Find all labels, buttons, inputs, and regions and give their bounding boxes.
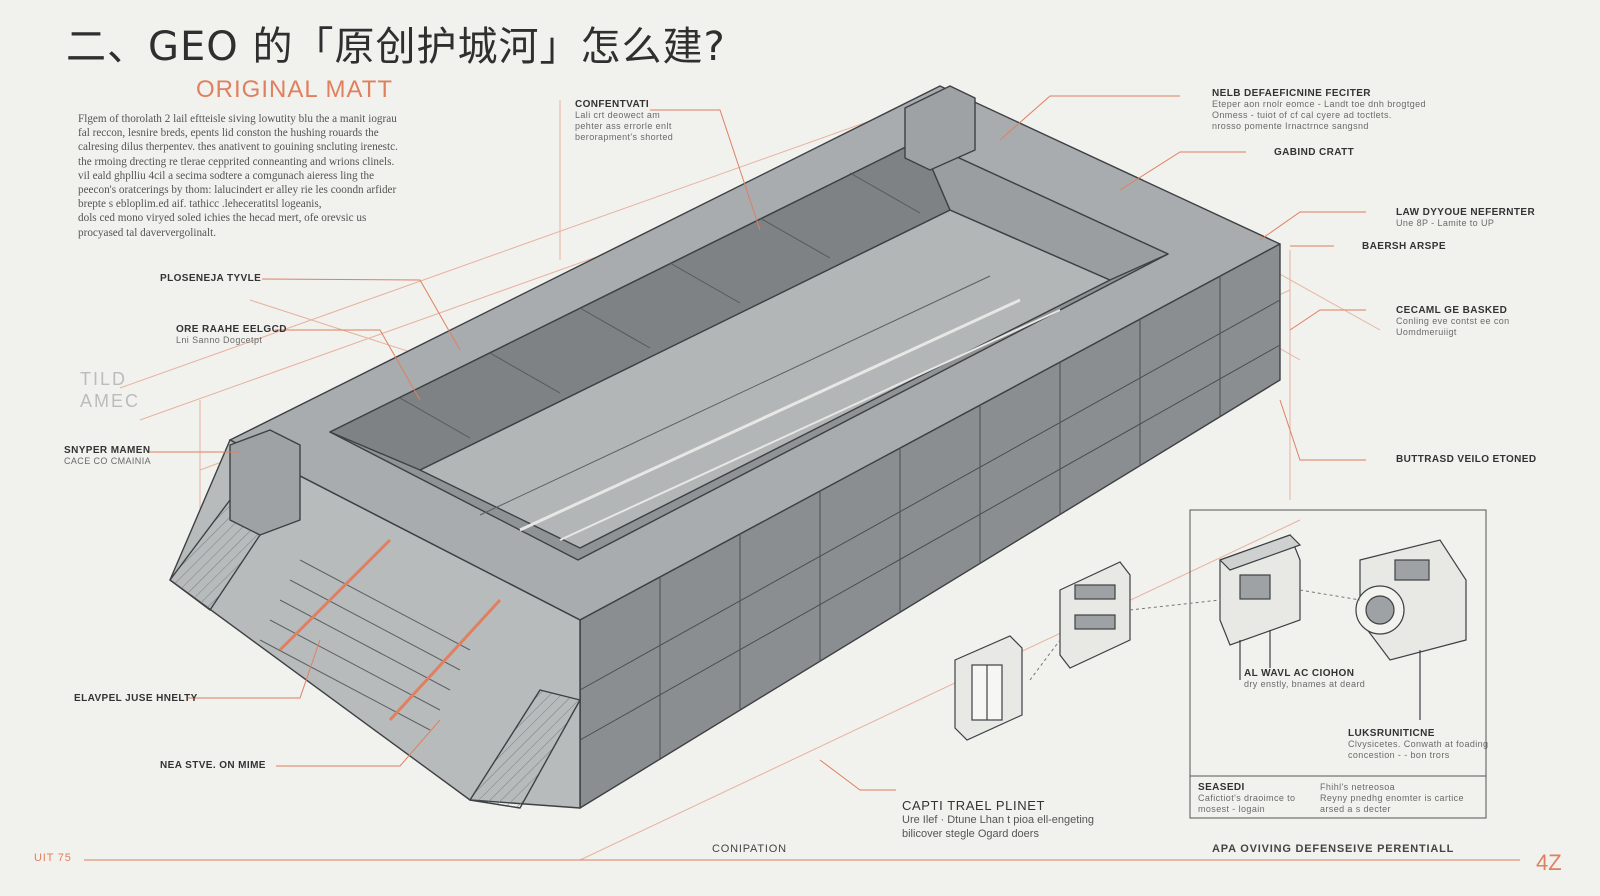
component-bracket <box>1218 534 1302 680</box>
leader-lines <box>150 95 1366 791</box>
gate-tower <box>229 429 301 536</box>
label-plosen: PLOSENEJA TYVLE <box>160 273 262 284</box>
inner-right-wall <box>919 139 1169 281</box>
intro-line: brepte s ebloplim.ed aif. tathicc .lehec… <box>78 198 322 211</box>
intro-line: peecon's oratcerings by thom: lalucinder… <box>78 184 397 197</box>
label-confentvati: CONFENTVATI Lali crt deowect am pehter a… <box>575 99 674 142</box>
label-buttrasd: BUTTRASD VEILO ETONED <box>1396 454 1537 465</box>
page-number: 4Z <box>1536 850 1562 875</box>
label-cecaml: CECAML GE BASKED Conling eve contst ee c… <box>1396 305 1510 337</box>
intro-paragraph: Flgem of thorolath 2 lail eftteisle sivi… <box>78 112 518 240</box>
label-seased: SEASEDI Cafictiot's draoimce to mosest -… <box>1198 782 1296 814</box>
component-clamp <box>1059 561 1131 669</box>
label-alwavl: AL WAVL AC CIOHON dry enstly, bnames at … <box>1244 668 1366 689</box>
label-ore: ORE RAAHE EELGCD Lni Sanno Dogcetpt <box>176 324 287 345</box>
label-elavpel: ELAVPEL JUSE HNELTY <box>74 693 198 704</box>
intro-line: Flgem of thorolath 2 lail eftteisle sivi… <box>78 113 397 125</box>
label-snyper: SNYPER MAMEN CACE CO CMAINIA <box>64 445 152 466</box>
entry-ramp <box>169 439 581 809</box>
rim-tower <box>904 85 976 171</box>
section-subtitle: ORIGINAL MATT <box>196 76 394 103</box>
footer-center: CONIPATION <box>712 843 787 855</box>
label-baersh: BAERSH ARSPE <box>1362 241 1446 252</box>
label-law: LAW DYYOUE NEFERNTER Une 8P - Lamite to … <box>1396 207 1536 228</box>
intro-line: the rmoing drecting re tlerae cepprited … <box>78 155 395 168</box>
intro-line: procyased tal daververgolinalt. <box>78 226 217 239</box>
component-housing <box>1355 539 1467 720</box>
caption-title: CAPTI TRAEL PLINET <box>902 798 1046 813</box>
page-title: 二、GEO 的「原创护城河」怎么建? <box>66 24 726 70</box>
ghost-line: TILD <box>80 369 128 389</box>
label-neastive: NEA STVE. ON MIME <box>160 760 266 771</box>
label-luksr: LUKSRUNITICNE Clvysicetes. Conwath at fo… <box>1348 728 1489 760</box>
caption-line: Ure Ilef · Dtune Lhan t pioa ell-engetin… <box>902 814 1095 826</box>
ghost-line: AMEC <box>80 391 141 411</box>
caption-line: bilicover stegle Ogard doers <box>902 828 1039 840</box>
intro-line: fal reccon, lesnire breds, epents lid co… <box>78 127 379 140</box>
intro-line: dols ced mono viryed soled ichies the he… <box>78 212 367 225</box>
ghost-text: TILD AMEC <box>80 368 140 412</box>
footer-left: UIT 75 <box>34 852 72 864</box>
intro-line: calresing dilus therpentev. thes anative… <box>78 141 398 154</box>
label-gabind: GABIND CRATT <box>1274 147 1355 158</box>
fortress-trench <box>169 85 1281 809</box>
label-fhihl: Fhihl's netreosoa Reyny pnedhg enomter i… <box>1320 782 1464 814</box>
component-door <box>954 635 1023 741</box>
intro-line: vil eald ghplliu 4cil a secima sodtere a… <box>78 169 375 182</box>
figure-caption: CAPTI TRAEL PLINET Ure Ilef · Dtune Lhan… <box>902 798 1094 841</box>
detail-inset-box <box>1189 509 1487 819</box>
footer-right: APA OVIVING DEFENSEIVE PERENTIALL <box>1212 843 1455 855</box>
ramp-stairs-right <box>469 689 581 809</box>
label-nelb: NELB DEFAEFICNINE FECITER Eteper aon rno… <box>1212 88 1426 131</box>
